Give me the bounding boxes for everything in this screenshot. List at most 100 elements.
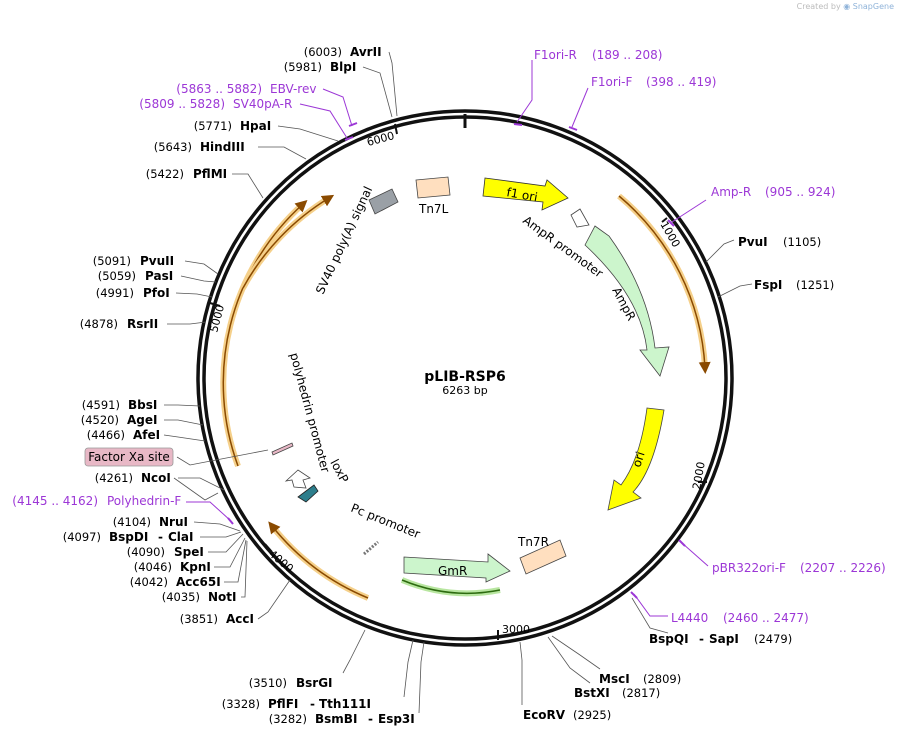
enzyme-name-bspdi: BspDI (109, 530, 148, 544)
pc-promoter-label: Pc promoter (349, 501, 422, 541)
ori-label: ori (630, 450, 648, 469)
enzyme-pos-bstxi: (2817) (622, 686, 660, 700)
watermark-prefix: Created by (796, 2, 841, 11)
enzyme-name-kpni: KpnI (180, 560, 211, 574)
enzyme-line-bbsi (164, 404, 201, 407)
plasmid-length: 6263 bp (442, 384, 487, 397)
enzyme-sep-pflfi: - (310, 697, 315, 711)
primer-line-ebv-rev (322, 88, 353, 127)
enzyme-line-factor-xa (176, 449, 269, 466)
enzyme-pos-rsrii: (4878) (80, 317, 118, 331)
primer-mark-l4440[interactable] (630, 591, 638, 599)
sv40-polya-box[interactable] (368, 188, 399, 215)
enzyme-line-ecorv (519, 641, 523, 705)
primer-mark-f1ori-f[interactable] (568, 126, 578, 131)
enzyme-line-msci (551, 635, 601, 670)
enzyme-alias-esp3i: Esp3I (378, 712, 415, 726)
enzyme-line-nrui (193, 521, 241, 532)
enzyme-name-pfoi: PfoI (143, 286, 170, 300)
enzyme-name-pvui: PvuI (738, 235, 768, 249)
enzyme-pos-avrii: (6003) (304, 45, 342, 59)
enzyme-name-ncoi: NcoI (141, 471, 171, 485)
snapgene-logo-icon: ◉ (843, 2, 851, 11)
ampr-orf-arc[interactable] (618, 195, 711, 374)
primer-range-f1ori-r: (189 .. 208) (592, 48, 662, 62)
enzyme-line-noti (241, 540, 248, 598)
primer-range-amp-r: (905 .. 924) (765, 185, 835, 199)
pc-promoter-mark[interactable] (363, 540, 379, 556)
enzyme-pos-afei: (4466) (87, 428, 125, 442)
primer-line-sv40pa-r (299, 103, 348, 139)
loxp-arrow[interactable] (297, 484, 319, 503)
tn7l-box[interactable] (415, 176, 451, 199)
enzyme-name-pflfi: PflFI (268, 697, 298, 711)
enzyme-name-spei: SpeI (174, 545, 204, 559)
ori-arrow[interactable] (607, 407, 665, 511)
watermark-brand: SnapGene (852, 2, 894, 11)
f1-ori-arrow[interactable] (482, 177, 569, 211)
gmr-label: GmR (438, 564, 467, 578)
tn7l-label: Tn7L (418, 202, 449, 216)
backbone (196, 109, 734, 647)
enzyme-line-pasi (180, 275, 217, 283)
enzyme-pos-bsrgi: (3510) (249, 676, 287, 690)
enzyme-pos-pvui: (1105) (783, 235, 821, 249)
enzyme-pos-pflmi: (5422) (146, 167, 184, 181)
left-orf-arc-outer[interactable] (242, 194, 335, 289)
tick-mark-1000[interactable] (661, 217, 668, 223)
enzyme-name-pvuii: PvuII (140, 254, 174, 268)
enzyme-pos-ecorv: (2925) (573, 708, 611, 722)
enzyme-pos-msci: (2809) (643, 672, 681, 686)
enzyme-line-pflfi (403, 639, 414, 698)
plasmid-name: pLIB-RSP6 (424, 369, 506, 385)
gmr-region-orf-arc[interactable] (268, 521, 369, 599)
primer-mark-ebv-rev[interactable] (348, 122, 358, 127)
primer-range-sv40pa-r: (5809 .. 5828) (139, 97, 225, 111)
enzyme-name-pasi: PasI (145, 269, 173, 283)
enzyme-name-afei: AfeI (133, 428, 160, 442)
factor-xa-label-box[interactable] (84, 447, 174, 467)
polyhedrin-promoter-label: polyhedrin promoter (287, 351, 332, 474)
tick-mark-5000[interactable] (209, 302, 221, 307)
enzyme-name-blpi: BlpI (330, 60, 356, 74)
enzyme-line-pvuii (184, 260, 219, 275)
left-orf-arc-inner[interactable] (222, 199, 308, 467)
polyhedrin-promoter-arrow[interactable] (284, 469, 311, 489)
enzyme-labels: (6003) AvrII (5981) BlpI (5771) HpaI (56… (63, 45, 835, 726)
primer-mark-sv40pa-r[interactable] (344, 136, 354, 141)
enzyme-name-ecorv: EcoRV (523, 708, 566, 722)
primer-mark-amp-r[interactable] (667, 219, 675, 227)
enzyme-line-acc65i (224, 539, 247, 583)
enzyme-pos-hindiii: (5643) (154, 140, 192, 154)
tick-mark-6000[interactable] (394, 123, 398, 135)
enzyme-alias-sapi: SapI (709, 632, 739, 646)
factor-xa-mark[interactable] (271, 442, 294, 456)
ampr-arrow[interactable] (584, 225, 670, 377)
primer-range-ebv-rev: (5863 .. 5882) (176, 82, 262, 96)
enzyme-line-hpai (277, 125, 339, 142)
enzyme-pos-pasi: (5059) (98, 269, 136, 283)
enzyme-pos-bspdi: (4097) (63, 530, 101, 544)
primer-line-f1ori-r (516, 60, 533, 123)
primer-mark-f1ori-r[interactable] (513, 123, 523, 126)
tn7r-label: Tn7R (517, 535, 549, 549)
enzyme-line-bstxi (547, 636, 591, 684)
tick-mark-4000[interactable] (264, 543, 273, 553)
primer-line-amp-r (671, 199, 707, 223)
enzyme-pos-hpai: (5771) (194, 119, 232, 133)
primer-name-f1ori-r: F1ori-R (534, 48, 577, 62)
primer-mark-polyhedrin-f[interactable] (227, 517, 234, 525)
ampr-promoter-arrow[interactable] (570, 208, 590, 228)
gmr-orf-arc[interactable] (401, 579, 501, 595)
enzyme-sep-bspqi: - (699, 632, 704, 646)
primer-mark-pbr322ori-f[interactable] (678, 539, 686, 547)
enzyme-pos-noti: (4035) (162, 590, 200, 604)
tn7r-box[interactable] (519, 539, 567, 575)
enzyme-name-bsrgi: BsrGI (296, 676, 333, 690)
enzyme-sep-bsmbi: - (368, 712, 373, 726)
gmr-orf-arc-halo[interactable] (400, 577, 501, 597)
enzyme-line-bspqi (631, 597, 669, 634)
gmr-arrow[interactable] (403, 553, 511, 583)
primer-line-l4440 (633, 593, 668, 617)
enzyme-pos-blpi: (5981) (284, 60, 322, 74)
